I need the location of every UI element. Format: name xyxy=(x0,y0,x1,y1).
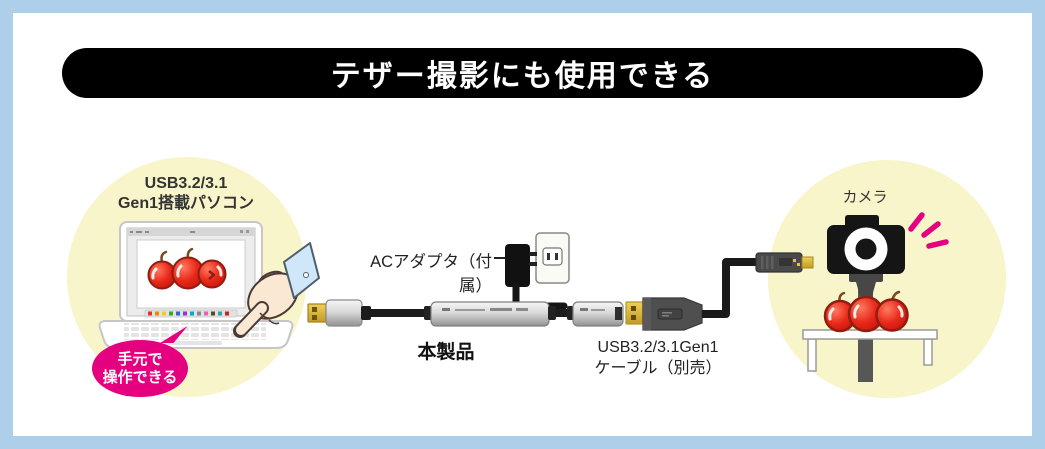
camera-icon xyxy=(827,215,905,274)
cable-label-line1: USB3.2/3.1Gen1 xyxy=(597,339,719,356)
apples-photo-icon xyxy=(147,247,227,290)
pc-label-line2: Gen1搭載パソコン xyxy=(117,195,255,212)
dock-strip xyxy=(144,309,238,318)
shirt-cuff-icon xyxy=(283,242,320,299)
table-icon xyxy=(802,329,938,372)
cable-label-line2: ケーブル（別売） xyxy=(594,360,722,377)
flash-marks-icon xyxy=(908,212,949,249)
product-label: 本製品 xyxy=(417,342,475,363)
badge-line1: 手元で xyxy=(117,350,163,368)
badge-line2: 操作できる xyxy=(102,368,178,386)
laptop-screen-icon xyxy=(119,221,263,322)
headline-text: テザー撮影にも使用できる xyxy=(330,60,715,93)
app-menu-marks xyxy=(130,230,249,233)
hands-on-badge: 手元で 操作できる xyxy=(92,340,188,397)
ac-adapter-icon xyxy=(494,244,537,287)
pointing-hand-icon xyxy=(233,242,320,338)
separate-cable-line xyxy=(702,258,758,318)
product-diagram xyxy=(307,232,814,331)
headline-banner: テザー撮影にも使用できる xyxy=(62,48,983,98)
apples-icon xyxy=(823,290,909,333)
camera-label: カメラ xyxy=(842,189,888,206)
camera-illustration xyxy=(802,212,949,382)
pc-label: USB3.2/3.1 Gen1搭載パソコン xyxy=(86,174,286,214)
micro-usb-connector-icon xyxy=(755,252,814,273)
pc-label-line1: USB3.2/3.1 xyxy=(144,175,228,192)
usb-repeater-cable-icon xyxy=(307,299,624,327)
usb-a-connector-icon xyxy=(625,297,703,331)
ac-adapter-label: ACアダプタ（付属） xyxy=(370,253,492,295)
laptop-illustration xyxy=(98,221,320,349)
wall-outlet-icon xyxy=(535,232,570,284)
cable-label: USB3.2/3.1Gen1 ケーブル（別売） xyxy=(572,337,744,379)
